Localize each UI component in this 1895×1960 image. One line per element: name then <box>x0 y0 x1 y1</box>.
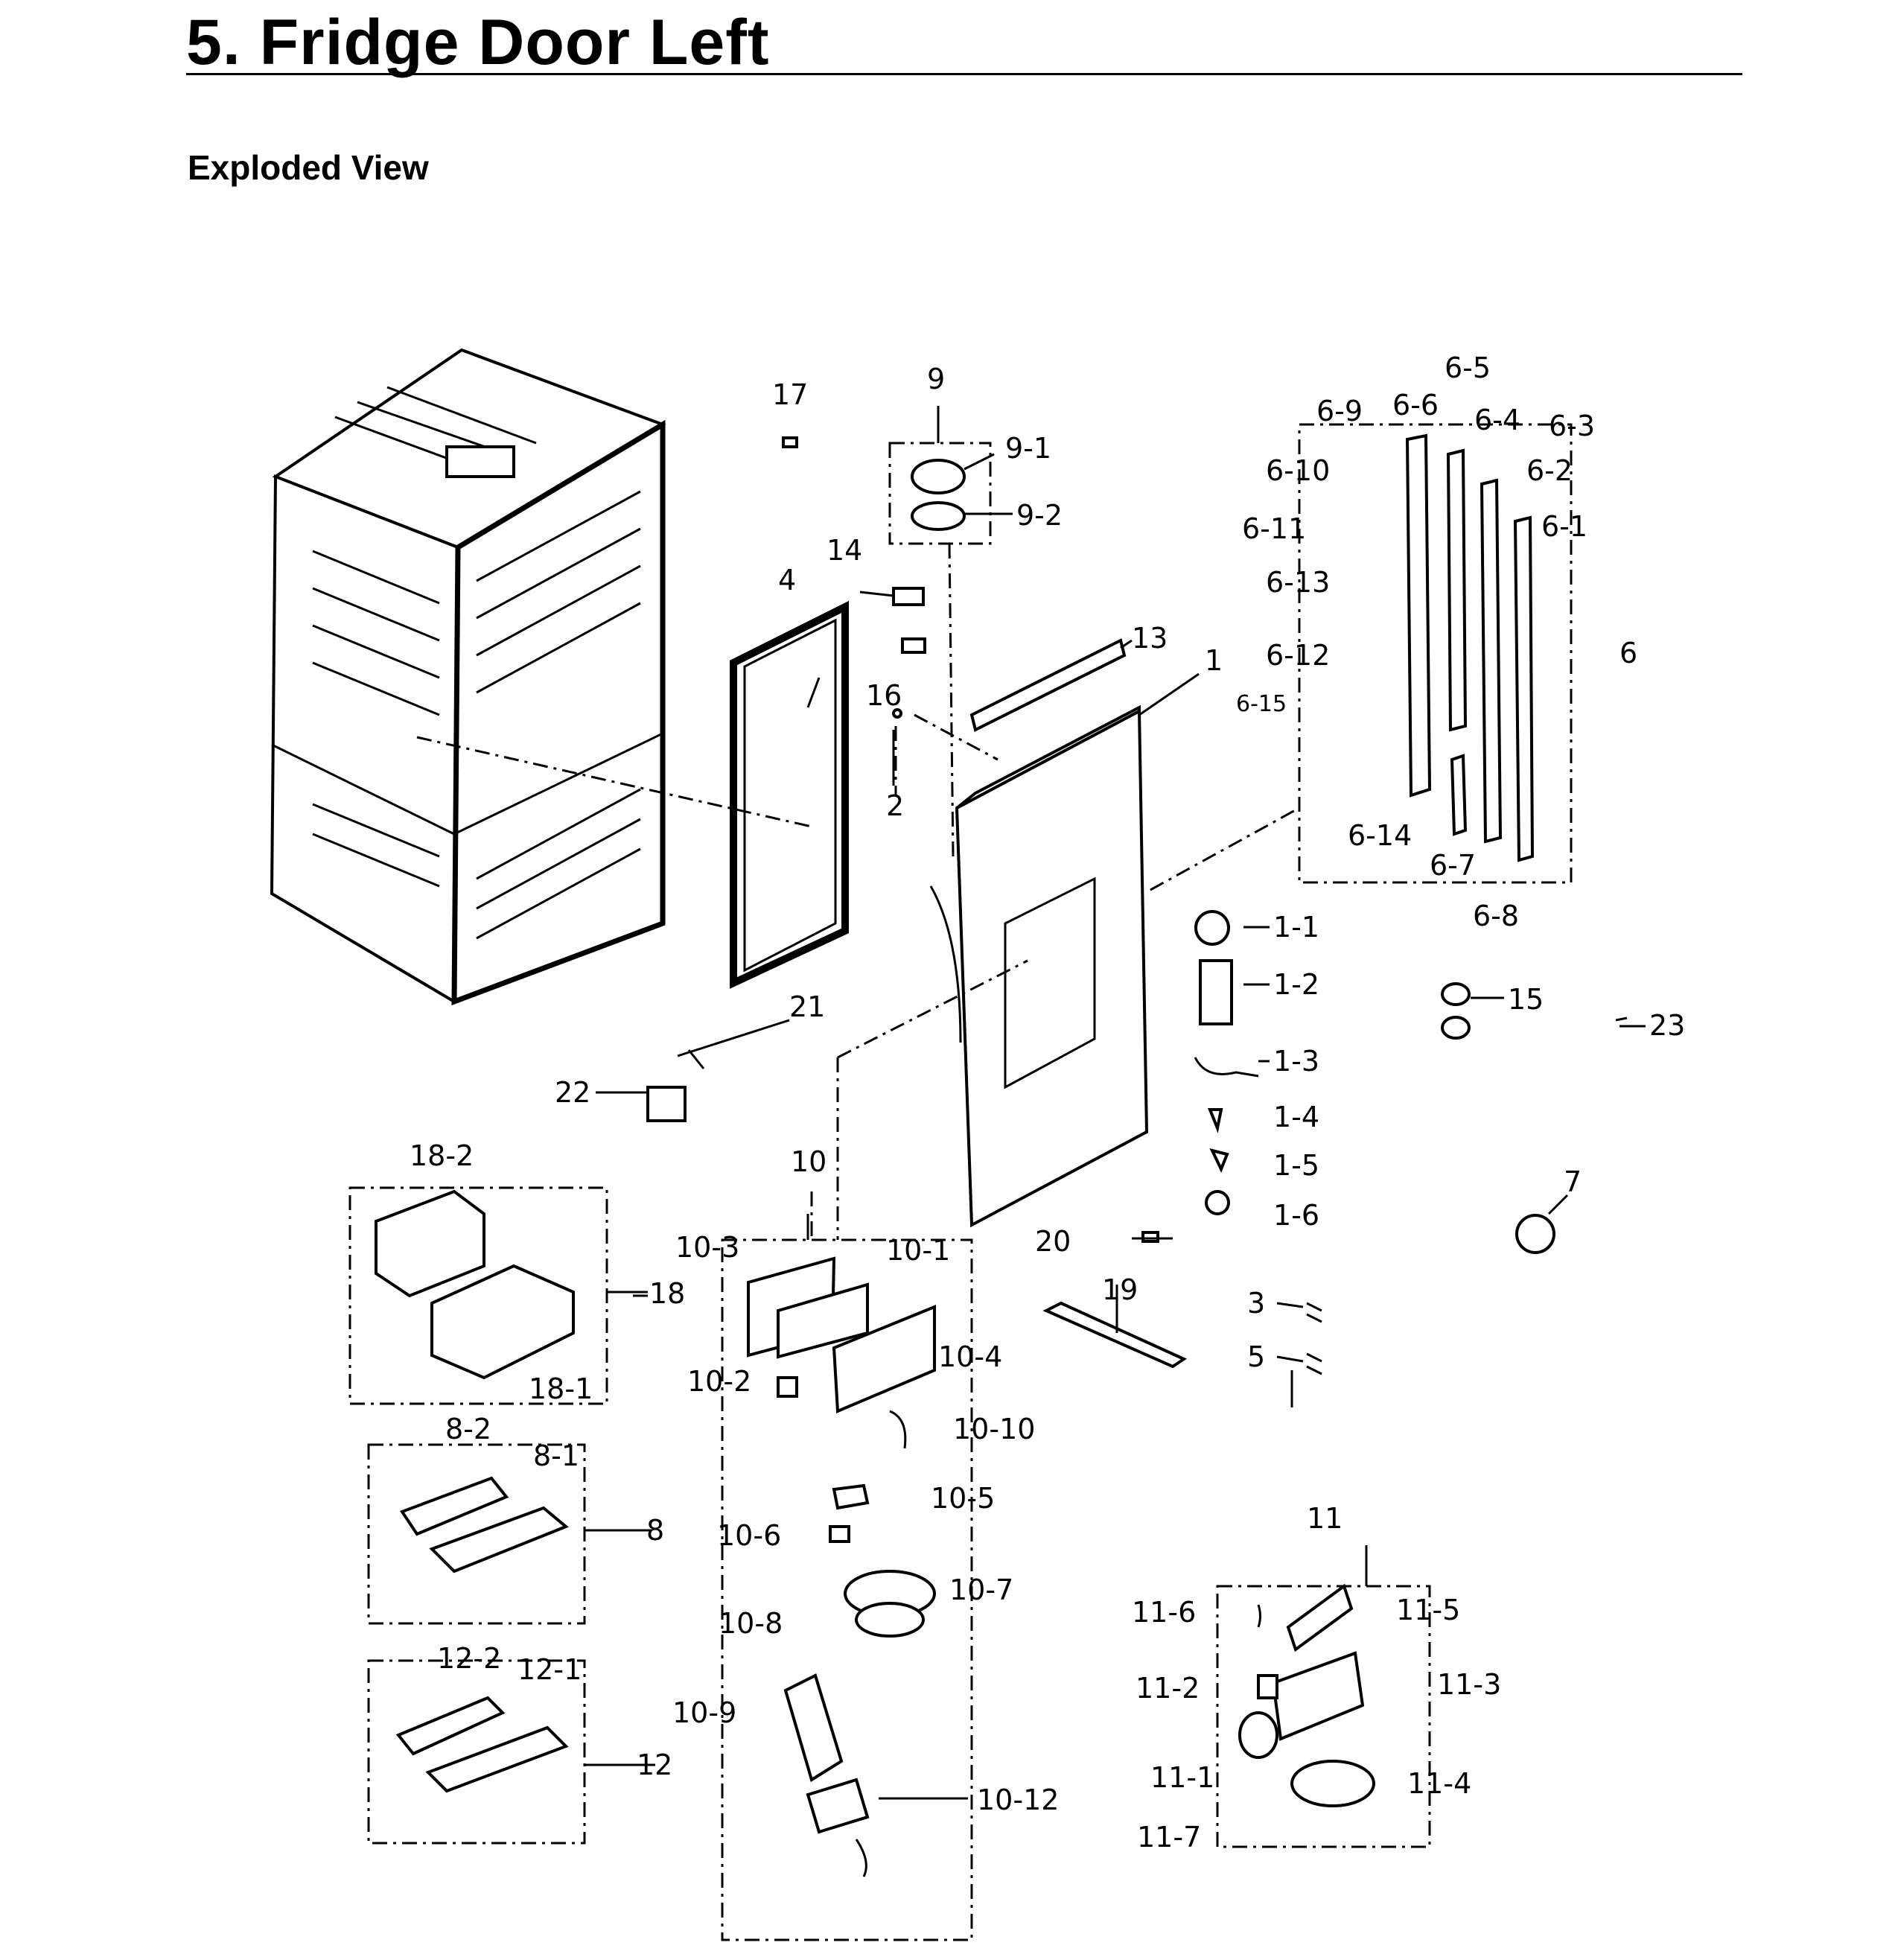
label-18-2: 18-2 <box>410 1139 474 1172</box>
label-1: 1 <box>1205 644 1223 677</box>
label-2: 2 <box>886 789 904 822</box>
label-8: 8 <box>646 1514 664 1547</box>
label-9: 9 <box>927 363 945 395</box>
label-6-7: 6-7 <box>1430 849 1476 882</box>
dispenser-parts <box>747 1256 936 1877</box>
label-1-1: 1-1 <box>1273 911 1319 944</box>
leader-lines <box>585 406 1646 1800</box>
part-labels: 17 9 9-1 9-2 14 4 13 1 16 2 6-5 6-9 6-6 … <box>410 351 1685 1854</box>
label-11-3: 11-3 <box>1437 1668 1501 1701</box>
label-8-1: 8-1 <box>533 1439 579 1472</box>
label-18: 18 <box>649 1277 685 1310</box>
label-10-5: 10-5 <box>931 1482 995 1515</box>
label-10-1: 10-1 <box>886 1234 950 1267</box>
label-11-4: 11-4 <box>1407 1767 1471 1800</box>
label-1-4: 1-4 <box>1273 1101 1319 1133</box>
label-9-1: 9-1 <box>1005 432 1051 465</box>
door-gasket <box>730 600 849 989</box>
title-rule <box>186 73 1742 75</box>
label-1-3: 1-3 <box>1273 1045 1319 1078</box>
label-14: 14 <box>827 534 862 567</box>
label-6-11: 6-11 <box>1242 512 1306 545</box>
door-trim-group <box>1405 433 1535 862</box>
alignment-lines <box>416 543 1300 1240</box>
label-11-7: 11-7 <box>1137 1821 1201 1854</box>
label-10-12: 10-12 <box>977 1784 1059 1816</box>
label-6-15: 6-15 <box>1236 691 1287 717</box>
label-11-1: 11-1 <box>1150 1761 1214 1794</box>
label-3: 3 <box>1247 1287 1265 1320</box>
label-7: 7 <box>1564 1165 1582 1198</box>
label-4: 4 <box>778 564 796 596</box>
label-10-10: 10-10 <box>953 1413 1035 1445</box>
fridge-cabinet <box>270 348 666 1006</box>
label-13: 13 <box>1132 622 1168 655</box>
label-9-2: 9-2 <box>1016 499 1063 532</box>
label-5: 5 <box>1247 1340 1265 1373</box>
label-12-1: 12-1 <box>517 1653 582 1686</box>
label-6: 6 <box>1619 637 1637 669</box>
door-cap <box>969 638 1127 732</box>
label-11-5: 11-5 <box>1396 1594 1460 1626</box>
label-21: 21 <box>789 990 825 1023</box>
label-11-2: 11-2 <box>1136 1672 1200 1705</box>
small-parts <box>646 436 1628 1375</box>
label-1-2: 1-2 <box>1273 968 1319 1001</box>
label-6-10: 6-10 <box>1266 454 1330 487</box>
label-10-2: 10-2 <box>687 1365 751 1398</box>
label-16: 16 <box>866 679 902 712</box>
label-22: 22 <box>555 1076 590 1109</box>
section-subtitle: Exploded View <box>188 148 429 187</box>
label-6-13: 6-13 <box>1266 566 1330 599</box>
label-6-6: 6-6 <box>1392 389 1439 421</box>
label-6-14: 6-14 <box>1348 819 1412 852</box>
label-1-6: 1-6 <box>1273 1199 1319 1232</box>
label-19: 19 <box>1102 1273 1138 1306</box>
label-17: 17 <box>772 378 808 411</box>
label-12: 12 <box>637 1749 672 1781</box>
label-10-3: 10-3 <box>675 1231 739 1264</box>
label-6-12: 6-12 <box>1266 639 1330 672</box>
label-6-4: 6-4 <box>1474 404 1520 436</box>
label-10-6: 10-6 <box>717 1519 781 1552</box>
label-6-5: 6-5 <box>1445 351 1491 384</box>
label-10-7: 10-7 <box>949 1574 1013 1606</box>
label-10-4: 10-4 <box>938 1340 1002 1373</box>
ice-maker <box>1238 1583 1375 1807</box>
label-10-9: 10-9 <box>672 1696 736 1729</box>
label-23: 23 <box>1649 1009 1685 1042</box>
label-10-8: 10-8 <box>719 1607 783 1640</box>
label-12-2: 12-2 <box>437 1642 501 1675</box>
label-18-1: 18-1 <box>529 1372 593 1405</box>
page-title: 5. Fridge Door Left <box>186 7 770 78</box>
door-bins <box>375 1189 575 1793</box>
label-6-3: 6-3 <box>1549 410 1595 442</box>
label-1-5: 1-5 <box>1273 1149 1319 1182</box>
label-6-2: 6-2 <box>1526 454 1573 487</box>
label-20: 20 <box>1035 1225 1071 1258</box>
label-10: 10 <box>791 1145 827 1178</box>
door-outer-panel <box>929 704 1149 1228</box>
label-6-9: 6-9 <box>1316 395 1363 427</box>
group-boxes <box>348 423 1573 1941</box>
label-6-1: 6-1 <box>1541 510 1587 543</box>
label-6-8: 6-8 <box>1473 900 1519 932</box>
label-8-2: 8-2 <box>445 1413 491 1445</box>
label-11-6: 11-6 <box>1132 1596 1196 1629</box>
label-11: 11 <box>1307 1502 1343 1535</box>
label-15: 15 <box>1508 983 1544 1016</box>
